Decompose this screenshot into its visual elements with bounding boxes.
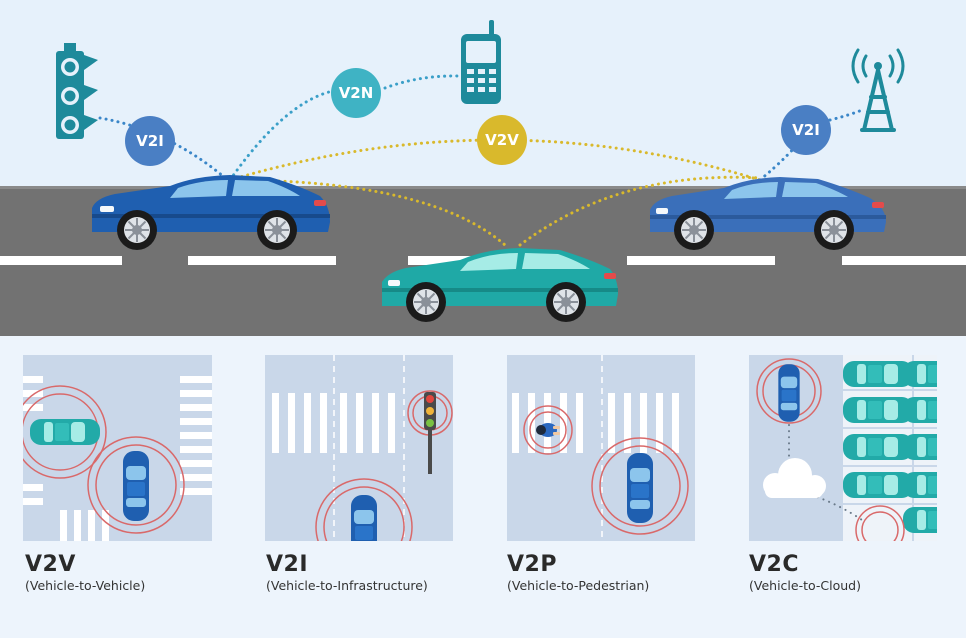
caption-title: V2V [25,552,76,577]
panel-v2i [265,355,453,541]
svg-text:V2I: V2I [136,132,164,150]
badge-v2n: V2N [331,68,381,118]
panel-v2p [507,355,695,541]
badge-v2i-left: V2I [125,116,175,166]
link-network-to-phone [383,74,462,90]
traffic-signal-icon [424,392,436,474]
caption-subtitle: (Vehicle-to-Cloud) [749,578,861,593]
caption-subtitle: (Vehicle-to-Infrastructure) [266,578,428,593]
traffic-light-icon [56,43,98,139]
caption-v2c: V2C (Vehicle-to-Cloud) [749,552,861,594]
link-left-to-right-car [228,138,762,182]
mobile-phone-icon [461,20,501,104]
caption-subtitle: (Vehicle-to-Vehicle) [25,578,146,593]
link-right-car-to-tower [758,133,807,182]
caption-title: V2C [749,552,799,577]
caption-title: V2I [266,552,309,577]
pedestrian-icon [536,423,560,437]
antenna-tower-icon [851,48,905,132]
car-center-teal [382,248,618,323]
svg-text:V2I: V2I [792,121,820,139]
car-left-blue [92,175,330,251]
caption-subtitle: (Vehicle-to-Pedestrian) [507,578,650,593]
caption-v2i: V2I (Vehicle-to-Infrastructure) [266,552,428,594]
panel-v2c [749,355,937,541]
caption-title: V2P [507,552,557,577]
badge-v2v: V2V [477,115,527,165]
cloud-icon [763,458,826,498]
car-right-blue [650,177,886,251]
svg-text:V2V: V2V [485,131,519,149]
link-car-to-traffic-light [98,116,232,184]
caption-v2p: V2P (Vehicle-to-Pedestrian) [507,552,649,594]
link-tower [828,108,864,122]
caption-v2v: V2V (Vehicle-to-Vehicle) [25,552,145,594]
badge-v2i-right: V2I [781,105,831,155]
panel-v2v [23,355,212,541]
svg-text:V2N: V2N [339,84,374,102]
link-center-to-right-car [518,175,762,247]
